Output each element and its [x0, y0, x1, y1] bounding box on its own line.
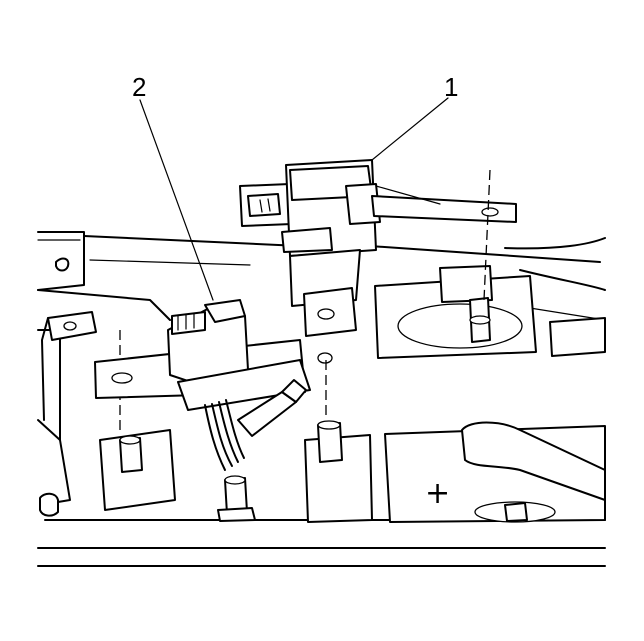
center-post: [217, 360, 373, 523]
battery-positive-symbol: +: [425, 476, 450, 511]
left-bracket: [41, 257, 97, 421]
sensor-2: [167, 299, 311, 471]
sensor-1: [239, 159, 517, 337]
battery-area: [374, 169, 606, 523]
callout-2-label: 2: [132, 72, 146, 102]
background-tray: [37, 231, 606, 567]
callout-1-label: 1: [444, 72, 458, 102]
leader-lines: [139, 97, 449, 301]
